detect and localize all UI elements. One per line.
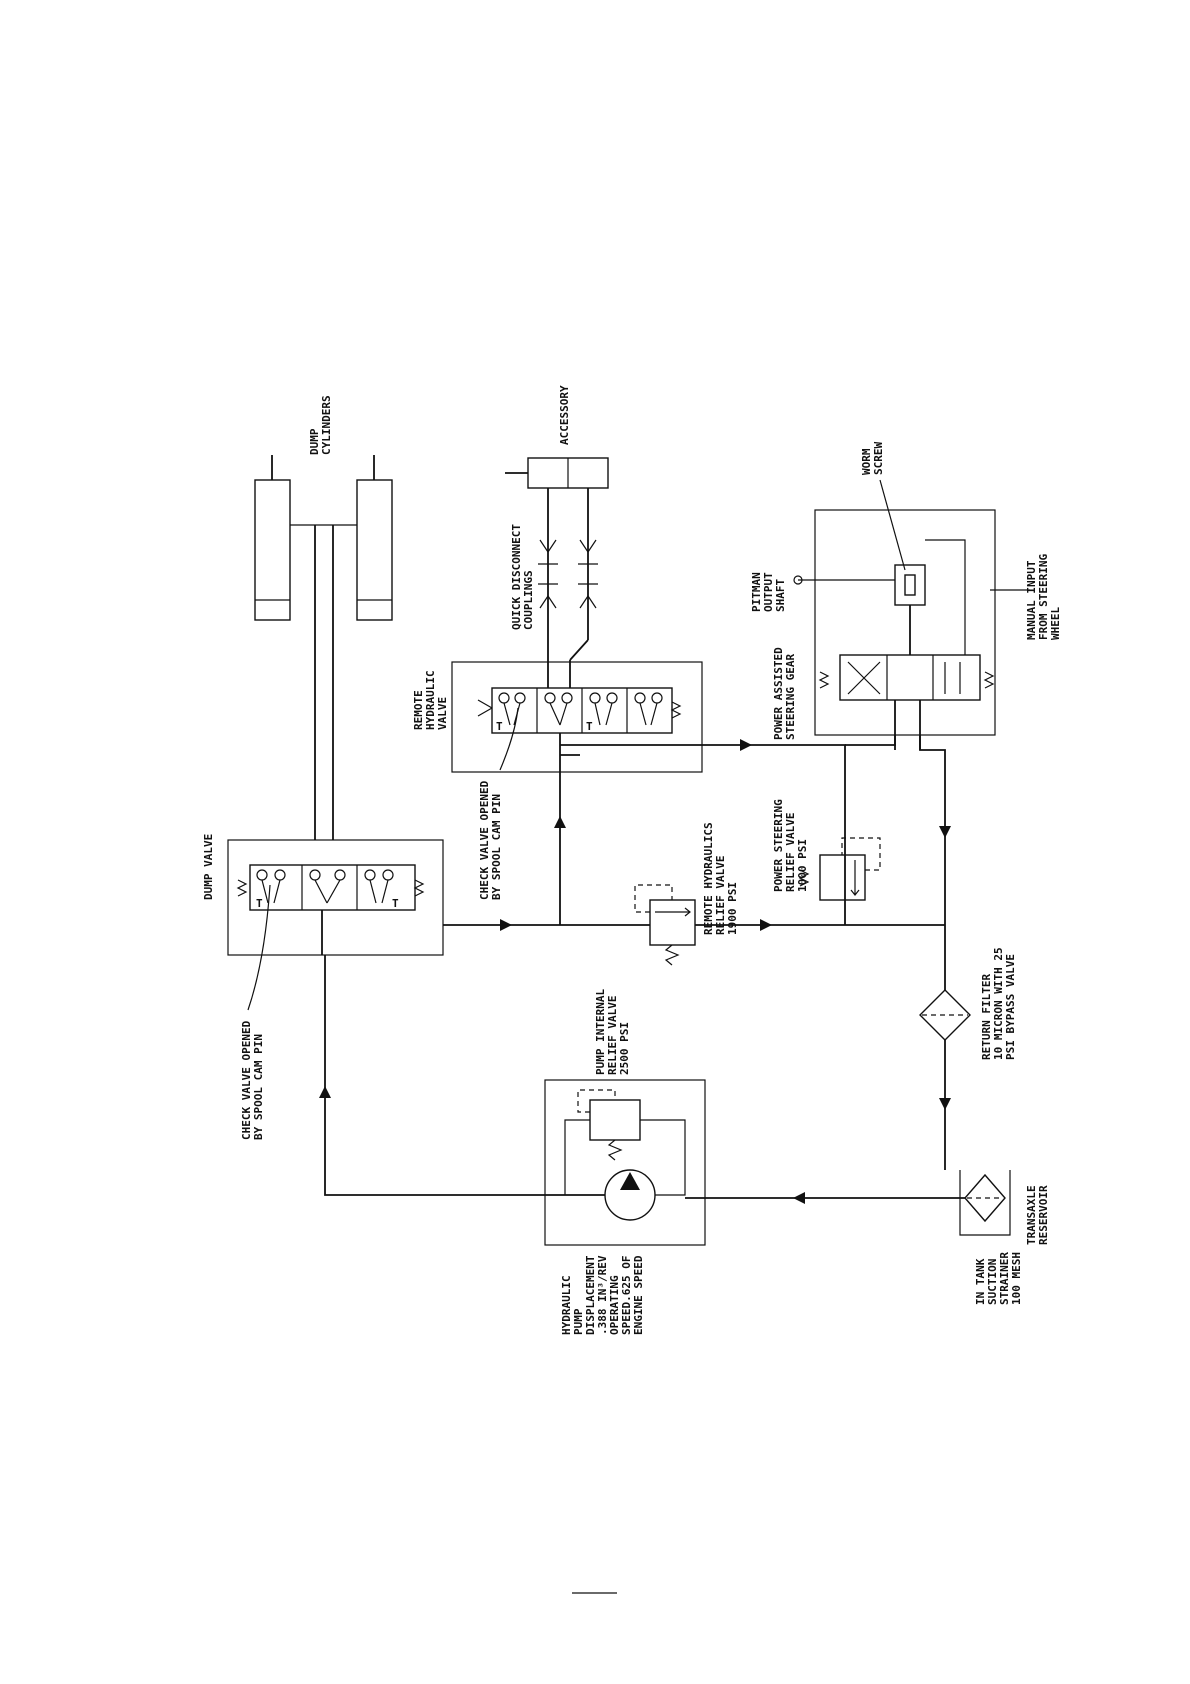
pump-relief-label: PUMP INTERNAL RELIEF VALVE 2500 PSI: [594, 982, 631, 1075]
power-assisted-steering-gear: [793, 509, 996, 750]
remote-hydraulic-valve: T T: [451, 661, 703, 773]
transaxle-reservoir-label: TRANSAXLE RESERVOIR: [1025, 1179, 1050, 1245]
dump-cylinders: [254, 455, 393, 840]
worm-screw-label: WORM SCREW: [860, 442, 885, 475]
return-filter: [919, 989, 971, 1041]
svg-text:T: T: [392, 897, 399, 910]
power-steering-relief-valve: [798, 837, 881, 901]
worm-screw-leader: [879, 479, 906, 571]
dump-cylinders-label: DUMP CYLINDERS: [308, 395, 333, 455]
quick-disconnect-label: QUICK DISCONNECT COUPLINGS: [510, 517, 535, 630]
hydraulic-lines: [324, 735, 965, 1199]
power-assisted-gear-label: POWER ASSISTED STEERING GEAR: [772, 641, 797, 740]
dump-valve-label: DUMP VALVE: [202, 834, 215, 900]
check-valve-dump-label: CHECK VALVE OPENED BY SPOOL CAM PIN: [240, 1014, 265, 1140]
manual-input-label: MANUAL INPUT FROM STEERING WHEEL: [1025, 547, 1062, 640]
accessory-cylinder: [505, 457, 609, 690]
power-steering-relief-label: POWER STEERING RELIEF VALVE 1000 PSI: [772, 793, 809, 892]
dump-valve: T T: [227, 839, 444, 956]
pitman-shaft-label: PITMAN OUTPUT SHAFT: [750, 566, 787, 612]
quick-disconnect-couplings: [538, 539, 598, 609]
check-valve-remote-leader: [499, 707, 519, 771]
hydraulic-pump-label: HYDRAULIC PUMP DISPLACEMENT .388 IN³/REV…: [560, 1249, 645, 1335]
return-filter-label: RETURN FILTER 10 MICRON WITH 25 PSI BYPA…: [980, 941, 1017, 1060]
remote-relief-valve: [634, 884, 696, 966]
svg-text:T: T: [496, 720, 503, 733]
flow-arrows: [319, 739, 951, 1204]
check-valve-remote-label: CHECK VALVE OPENED BY SPOOL CAM PIN: [478, 774, 503, 900]
in-tank-strainer-label: IN TANK SUCTION STRAINER 100 MESH: [974, 1245, 1023, 1305]
svg-text:T: T: [256, 897, 263, 910]
svg-text:T: T: [586, 720, 593, 733]
remote-hydraulic-valve-label: REMOTE HYDRAULIC VALVE: [412, 664, 449, 730]
check-valve-dump-leader: [247, 884, 271, 1011]
remote-relief-label: REMOTE HYDRAULICS RELIEF VALVE 1900 PSI: [702, 816, 739, 935]
accessory-label: ACCESSORY: [558, 385, 571, 445]
hydraulic-pump: [544, 1079, 706, 1246]
transaxle-reservoir: [959, 1170, 1011, 1236]
